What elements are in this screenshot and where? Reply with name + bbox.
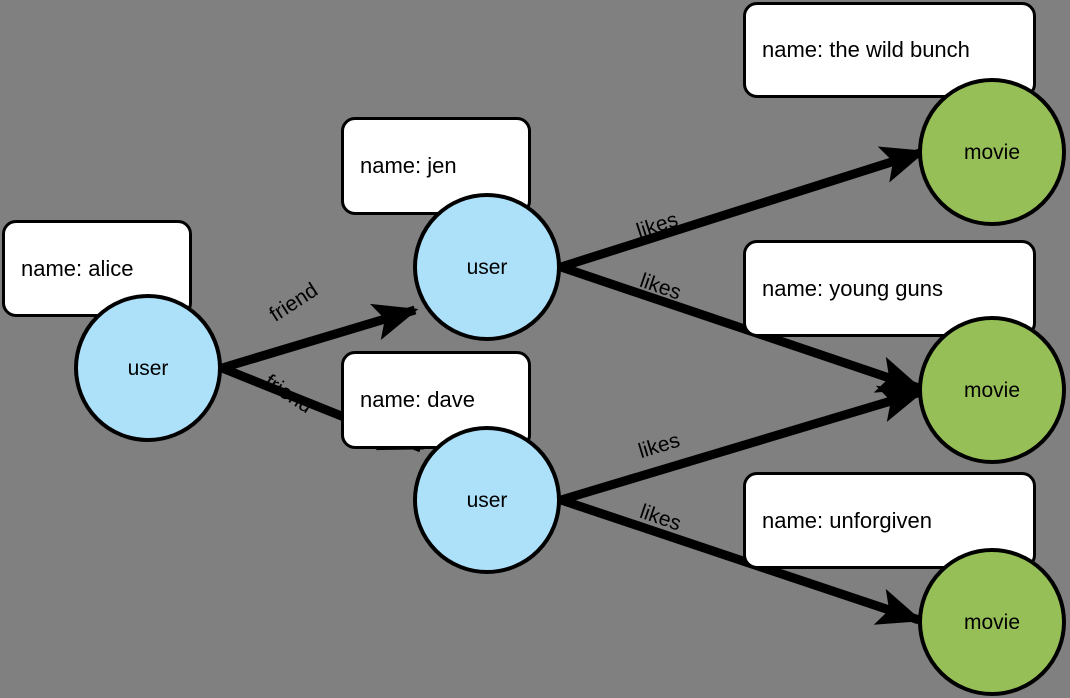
node-label: user	[127, 356, 169, 380]
graph-node-user[interactable]: user	[413, 426, 561, 574]
property-text: name: young guns	[762, 275, 944, 301]
property-text: name: alice	[21, 255, 134, 281]
edge-line	[559, 146, 927, 272]
node-label: user	[466, 255, 508, 279]
property-text: name: the wild bunch	[762, 37, 970, 62]
graph-node-user[interactable]: user	[413, 193, 561, 341]
node-label: movie	[963, 378, 1021, 402]
edge-line	[559, 262, 923, 393]
edge-lines	[220, 146, 927, 625]
edge-line	[559, 495, 923, 625]
node-label: user	[466, 488, 508, 512]
node-label: movie	[963, 610, 1021, 634]
property-text: name: dave	[360, 387, 475, 412]
graph-node-movie[interactable]: movie	[918, 548, 1066, 696]
graph-node-user[interactable]: user	[74, 294, 222, 442]
property-text: name: unforgiven	[762, 507, 932, 533]
graph-node-movie[interactable]: movie	[918, 316, 1066, 464]
graph-node-movie[interactable]: movie	[918, 78, 1066, 226]
edge-line	[220, 303, 419, 373]
property-text: name: jen	[360, 153, 457, 178]
edge-line	[559, 385, 925, 505]
node-label: movie	[963, 140, 1021, 164]
